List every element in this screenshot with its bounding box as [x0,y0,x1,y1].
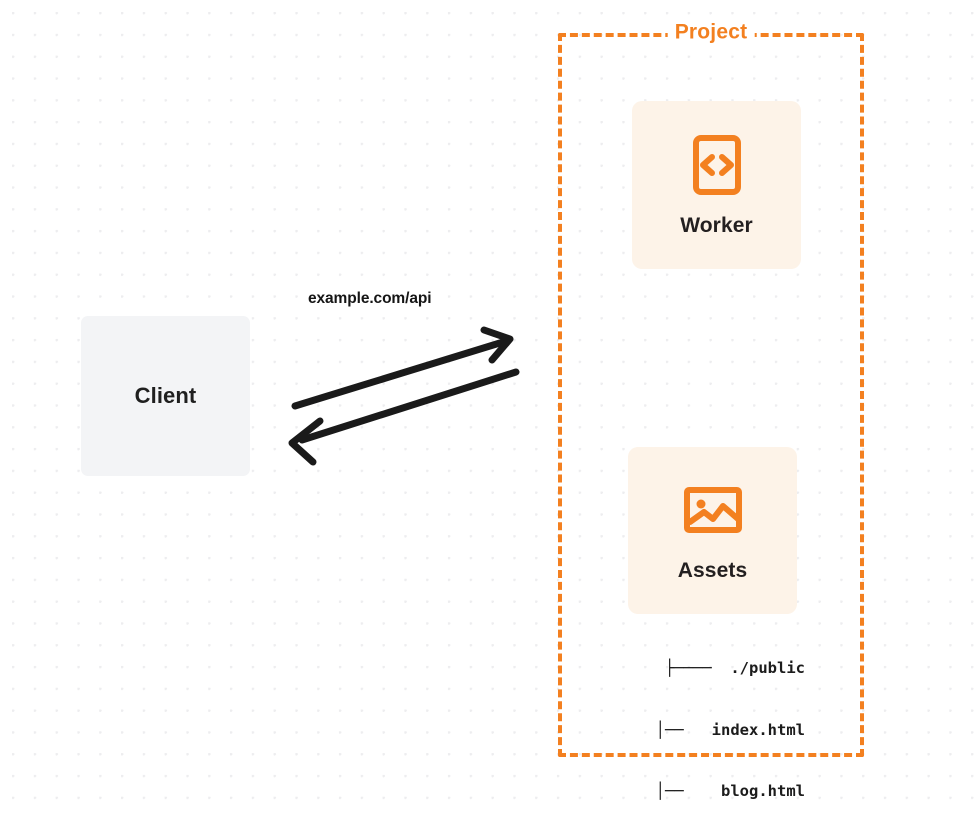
project-title: Project [667,20,755,45]
file-tree-row: ├──── ./public [665,659,805,677]
client-label: Client [134,383,197,408]
project-container: Project [558,20,864,757]
client-node[interactable]: Client [81,316,250,476]
response-arrow-icon [288,368,520,466]
assets-file-tree: ├──── ./public │── index.html │── blog.h… [600,617,805,818]
worker-label: Worker [680,213,753,237]
code-brackets-icon [692,134,741,195]
file-tree-row: │── blog.html [618,782,805,800]
connection-label: example.com/api [308,290,432,307]
request-arrow-icon [291,326,514,410]
assets-node[interactable]: Assets [628,447,797,614]
worker-node[interactable]: Worker [632,101,801,269]
file-tree-row: │── index.html [618,720,805,739]
image-photo-icon [683,487,742,533]
assets-label: Assets [677,559,748,582]
